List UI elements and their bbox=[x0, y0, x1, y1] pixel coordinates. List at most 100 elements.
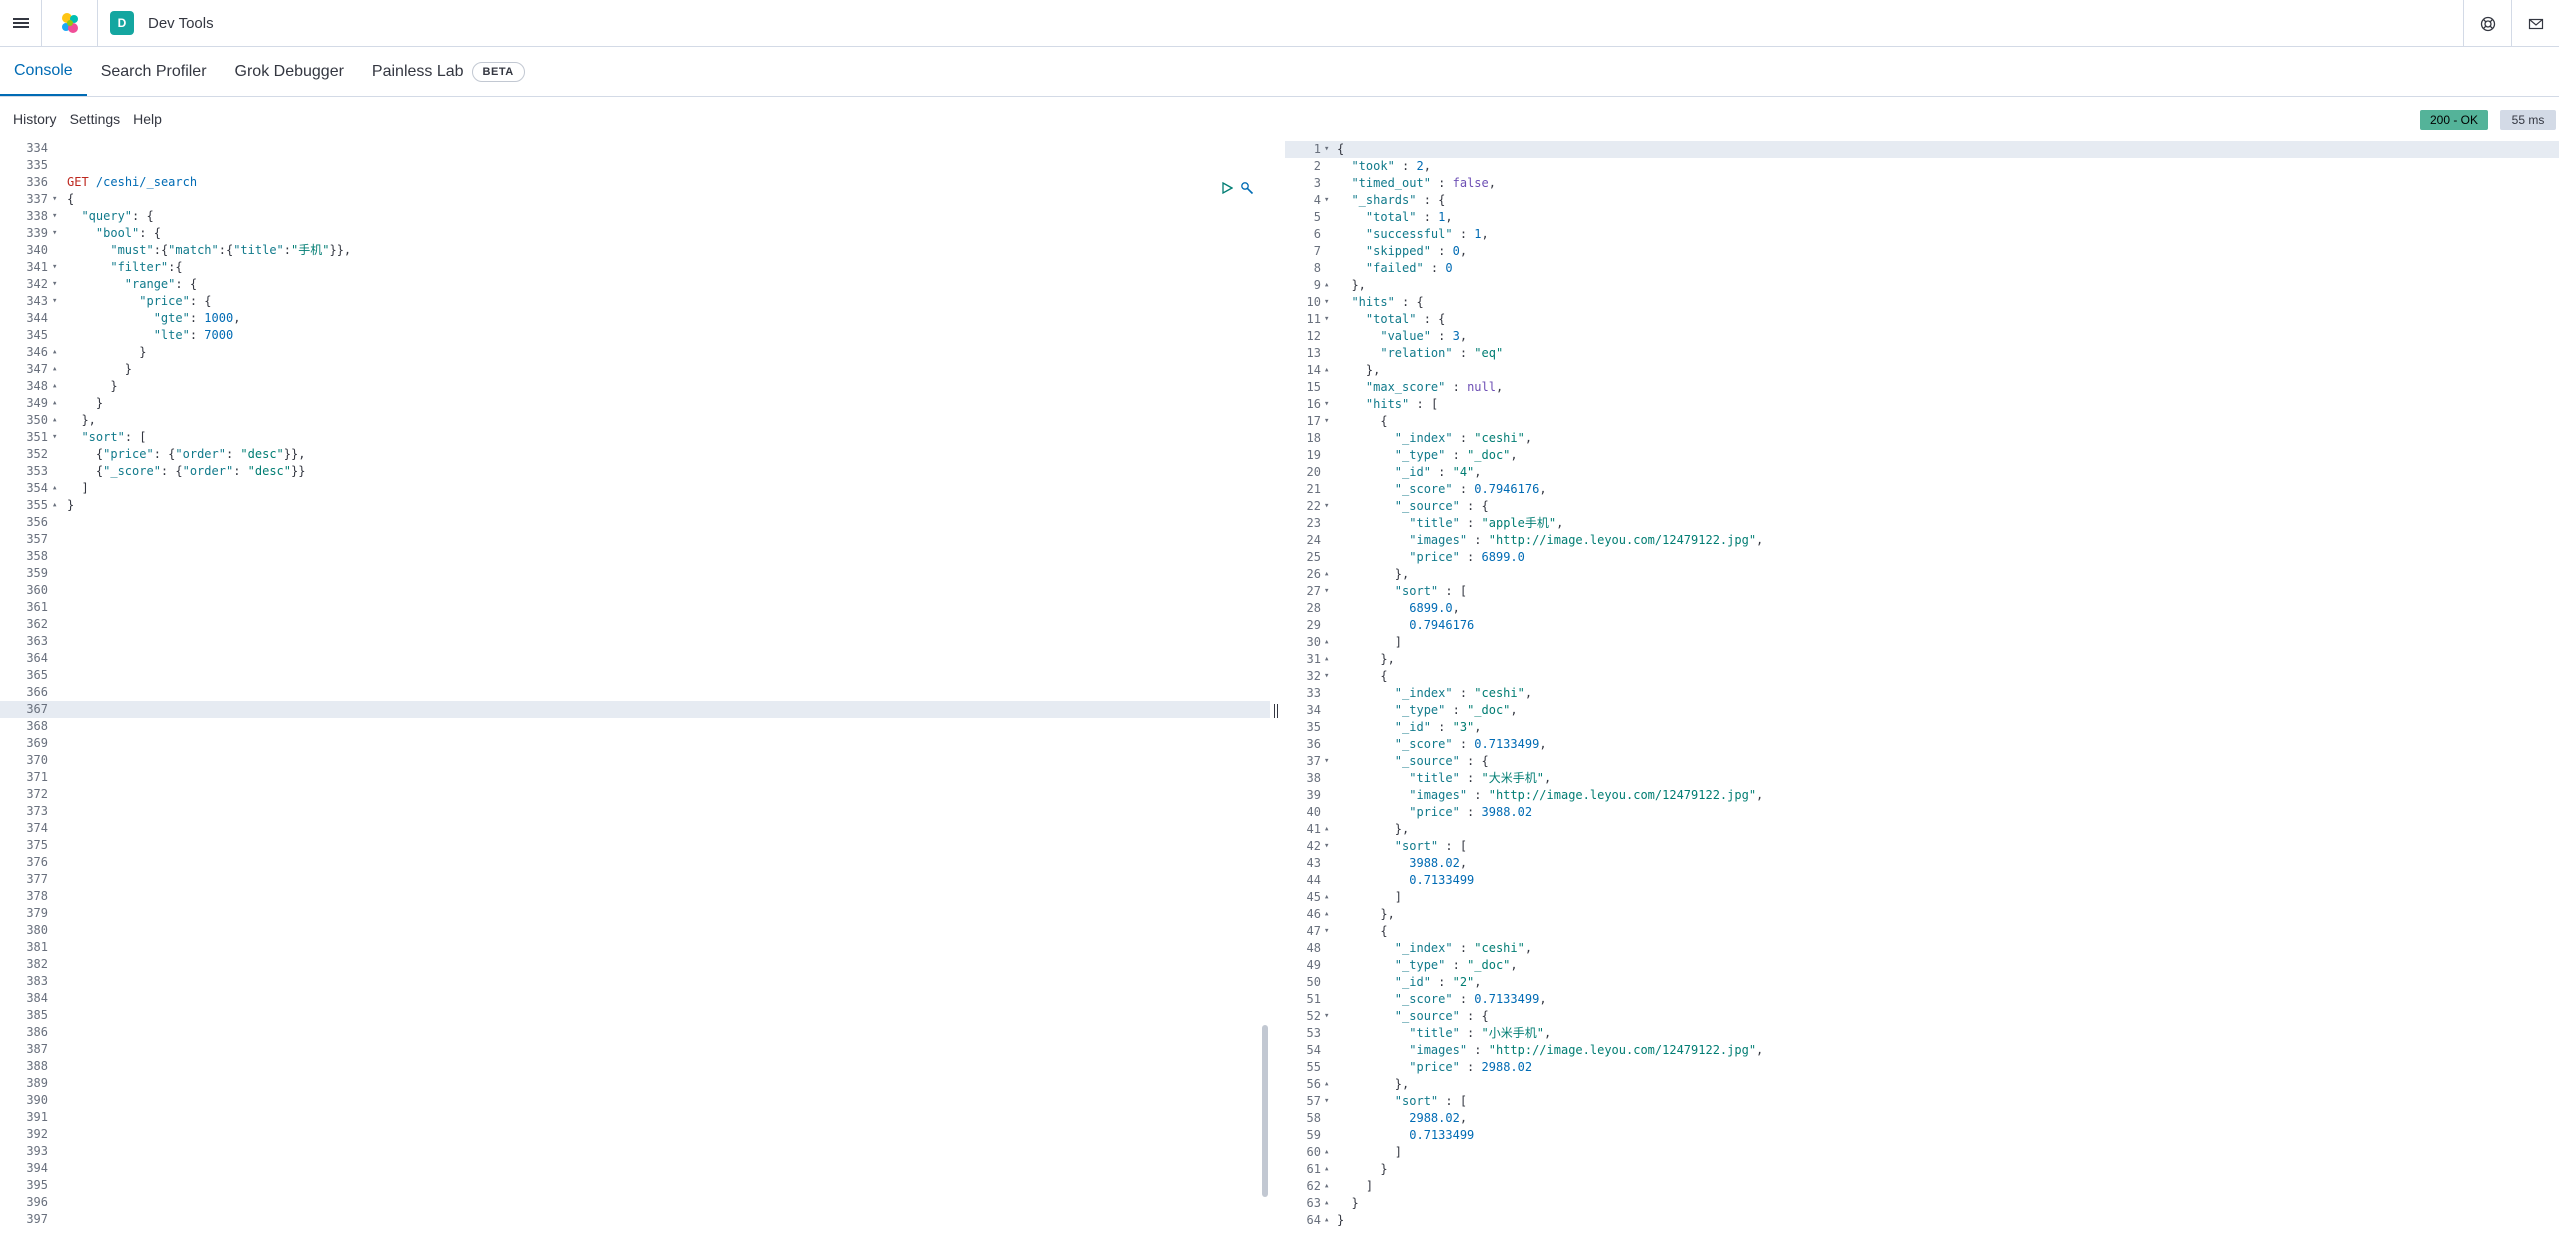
code-text: 0.7133499 bbox=[1409, 1128, 1475, 1142]
code-text: "images" : "http://image.leyou.com/12479… bbox=[1409, 533, 1764, 547]
fold-toggle-icon[interactable]: ▴ bbox=[52, 364, 58, 374]
fold-toggle-icon[interactable]: ▾ bbox=[1324, 297, 1330, 307]
fold-toggle-icon[interactable]: ▾ bbox=[1324, 586, 1330, 596]
editor-scrollbar[interactable] bbox=[1262, 1025, 1268, 1197]
editor-line: 356 bbox=[0, 514, 1270, 531]
line-number: 353 bbox=[26, 464, 48, 478]
fold-toggle-icon[interactable]: ▴ bbox=[1324, 637, 1330, 647]
fold-toggle-icon[interactable]: ▴ bbox=[1324, 1198, 1330, 1208]
line-number: 60 bbox=[1306, 1145, 1321, 1159]
fold-toggle-icon[interactable]: ▾ bbox=[52, 211, 58, 221]
line-number: 388 bbox=[26, 1059, 48, 1073]
fold-toggle-icon[interactable]: ▴ bbox=[1324, 1181, 1330, 1191]
newsfeed-button[interactable] bbox=[2511, 0, 2559, 47]
response-line: 50 "_id" : "2", bbox=[1285, 974, 2559, 991]
tab-grok-debugger[interactable]: Grok Debugger bbox=[234, 63, 344, 80]
fold-toggle-icon[interactable]: ▴ bbox=[52, 398, 58, 408]
line-number: 57 bbox=[1306, 1094, 1321, 1108]
fold-toggle-icon[interactable]: ▴ bbox=[1324, 824, 1330, 834]
editor-line: 385 bbox=[0, 1007, 1270, 1024]
fold-toggle-icon[interactable]: ▾ bbox=[52, 262, 58, 272]
fold-toggle-icon[interactable]: ▴ bbox=[1324, 654, 1330, 664]
line-number: 335 bbox=[26, 158, 48, 172]
fold-toggle-icon[interactable]: ▴ bbox=[1324, 569, 1330, 579]
line-number: 392 bbox=[26, 1127, 48, 1141]
response-line: 43 3988.02, bbox=[1285, 855, 2559, 872]
line-number: 364 bbox=[26, 651, 48, 665]
menu-button[interactable] bbox=[0, 0, 42, 47]
line-number: 1 bbox=[1313, 142, 1321, 156]
pane-divider[interactable] bbox=[1270, 141, 1285, 1236]
fold-toggle-icon[interactable]: ▴ bbox=[52, 415, 58, 425]
request-options-button[interactable] bbox=[1239, 180, 1255, 196]
fold-toggle-icon[interactable]: ▾ bbox=[52, 228, 58, 238]
line-number: 339 bbox=[26, 226, 48, 240]
history-link[interactable]: History bbox=[13, 111, 57, 127]
fold-toggle-icon[interactable]: ▾ bbox=[1324, 399, 1330, 409]
fold-toggle-icon[interactable]: ▴ bbox=[1324, 909, 1330, 919]
response-line: 55 "price" : 2988.02 bbox=[1285, 1059, 2559, 1076]
tab-painless-lab[interactable]: Painless Lab BETA bbox=[358, 48, 539, 96]
fold-toggle-icon[interactable]: ▾ bbox=[52, 194, 58, 204]
editor-line: 377 bbox=[0, 871, 1270, 888]
response-line: 12 "value" : 3, bbox=[1285, 328, 2559, 345]
app-title: Dev Tools bbox=[148, 14, 214, 32]
fold-toggle-icon[interactable]: ▾ bbox=[1324, 416, 1330, 426]
fold-toggle-icon[interactable]: ▴ bbox=[1324, 1147, 1330, 1157]
help-link[interactable]: Help bbox=[133, 111, 162, 127]
fold-toggle-icon[interactable]: ▴ bbox=[1324, 1079, 1330, 1089]
line-number: 346 bbox=[26, 345, 48, 359]
fold-toggle-icon[interactable]: ▾ bbox=[52, 296, 58, 306]
line-number: 35 bbox=[1306, 720, 1321, 734]
fold-toggle-icon[interactable]: ▾ bbox=[1324, 144, 1330, 154]
fold-toggle-icon[interactable]: ▾ bbox=[52, 279, 58, 289]
code-text: 2988.02, bbox=[1409, 1111, 1468, 1125]
fold-toggle-icon[interactable]: ▴ bbox=[52, 381, 58, 391]
line-number: 4 bbox=[1313, 193, 1321, 207]
line-number: 38 bbox=[1306, 771, 1321, 785]
code-text: "_type" : "_doc", bbox=[1394, 958, 1518, 972]
line-number: 47 bbox=[1306, 924, 1321, 938]
fold-toggle-icon[interactable]: ▴ bbox=[1324, 1215, 1330, 1225]
fold-toggle-icon[interactable]: ▾ bbox=[1324, 1011, 1330, 1021]
fold-toggle-icon[interactable]: ▴ bbox=[52, 483, 58, 493]
line-number: 340 bbox=[26, 243, 48, 257]
line-number: 37 bbox=[1306, 754, 1321, 768]
send-request-button[interactable] bbox=[1219, 180, 1235, 196]
fold-toggle-icon[interactable]: ▾ bbox=[1324, 314, 1330, 324]
fold-toggle-icon[interactable]: ▴ bbox=[1324, 892, 1330, 902]
tab-console[interactable]: Console bbox=[0, 48, 87, 96]
app-badge-container[interactable]: D bbox=[98, 0, 146, 47]
response-line: 24 "images" : "http://image.leyou.com/12… bbox=[1285, 532, 2559, 549]
fold-toggle-icon[interactable]: ▾ bbox=[1324, 195, 1330, 205]
editor-line: 393 bbox=[0, 1143, 1270, 1160]
settings-link[interactable]: Settings bbox=[69, 111, 121, 127]
response-line: 17▾ { bbox=[1285, 413, 2559, 430]
help-button[interactable] bbox=[2463, 0, 2511, 47]
code-text: "title" : "小米手机", bbox=[1409, 1026, 1552, 1040]
fold-toggle-icon[interactable]: ▴ bbox=[52, 347, 58, 357]
tab-search-profiler[interactable]: Search Profiler bbox=[100, 63, 207, 80]
line-number: 62 bbox=[1306, 1179, 1321, 1193]
fold-toggle-icon[interactable]: ▾ bbox=[1324, 926, 1330, 936]
elastic-logo[interactable] bbox=[42, 0, 98, 47]
fold-toggle-icon[interactable]: ▴ bbox=[1324, 280, 1330, 290]
line-number: 387 bbox=[26, 1042, 48, 1056]
fold-toggle-icon[interactable]: ▴ bbox=[1324, 365, 1330, 375]
fold-toggle-icon[interactable]: ▴ bbox=[1324, 1164, 1330, 1174]
fold-toggle-icon[interactable]: ▾ bbox=[1324, 1096, 1330, 1106]
fold-toggle-icon[interactable]: ▴ bbox=[52, 500, 58, 510]
line-number: 336 bbox=[26, 175, 48, 189]
fold-toggle-icon[interactable]: ▾ bbox=[52, 432, 58, 442]
code-text: "price" : 2988.02 bbox=[1409, 1060, 1533, 1074]
resize-handle[interactable] bbox=[1274, 704, 1278, 718]
fold-toggle-icon[interactable]: ▾ bbox=[1324, 756, 1330, 766]
fold-toggle-icon[interactable]: ▾ bbox=[1324, 841, 1330, 851]
response-line: 27▾ "sort" : [ bbox=[1285, 583, 2559, 600]
line-number: 26 bbox=[1306, 567, 1321, 581]
code-text: "query": { bbox=[81, 209, 154, 223]
line-number: 389 bbox=[26, 1076, 48, 1090]
fold-toggle-icon[interactable]: ▾ bbox=[1324, 671, 1330, 681]
fold-toggle-icon[interactable]: ▾ bbox=[1324, 501, 1330, 511]
